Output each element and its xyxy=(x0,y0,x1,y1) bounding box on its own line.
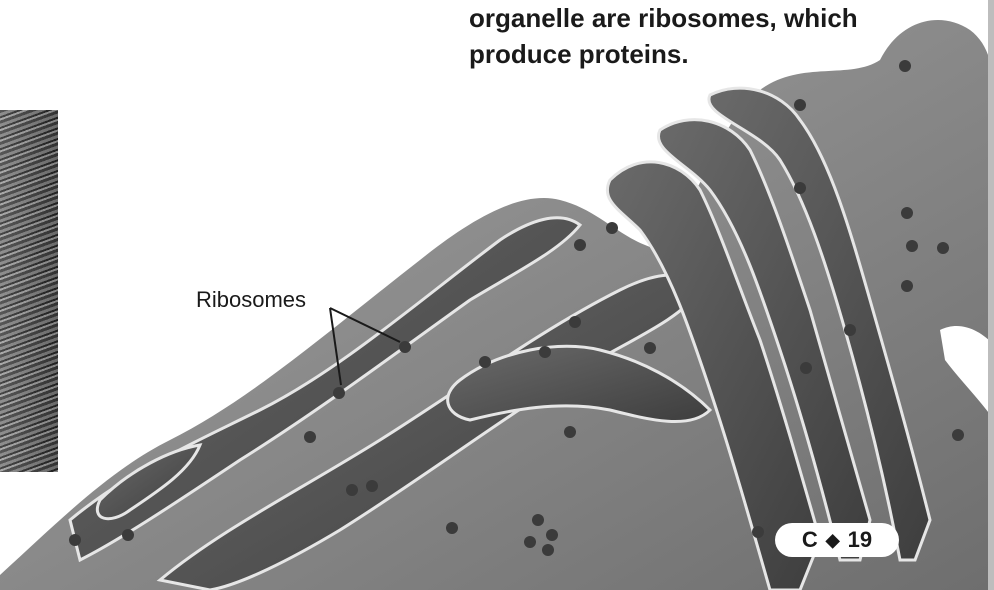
ribosome xyxy=(524,536,536,548)
page-edge xyxy=(988,0,994,590)
caption-text: organelle are ribosomes, which produce p… xyxy=(469,0,889,72)
ribosome xyxy=(794,182,806,194)
ribosome xyxy=(399,341,411,353)
ribosome xyxy=(69,534,81,546)
ribosome xyxy=(794,99,806,111)
ribosome xyxy=(366,480,378,492)
ribosome xyxy=(539,346,551,358)
ribosome xyxy=(901,207,913,219)
ribosome xyxy=(606,222,618,234)
ribosome xyxy=(546,529,558,541)
ribosome xyxy=(532,514,544,526)
ribosome xyxy=(333,387,345,399)
unit-letter: C xyxy=(802,527,818,553)
ribosome xyxy=(569,316,581,328)
ribosome xyxy=(899,60,911,72)
ribosomes-label: Ribosomes xyxy=(196,287,306,313)
ribosome xyxy=(906,240,918,252)
diamond-icon: ◆ xyxy=(826,530,840,551)
ribosome xyxy=(952,429,964,441)
page-number-badge: C ◆ 19 xyxy=(775,523,899,557)
ribosome xyxy=(574,239,586,251)
ribosome xyxy=(937,242,949,254)
ribosome xyxy=(800,362,812,374)
ribosome xyxy=(901,280,913,292)
ribosome xyxy=(479,356,491,368)
ribosome xyxy=(844,324,856,336)
ribosome xyxy=(346,484,358,496)
ribosome xyxy=(542,544,554,556)
ribosome xyxy=(564,426,576,438)
ribosome xyxy=(304,431,316,443)
ribosome xyxy=(644,342,656,354)
ribosome xyxy=(446,522,458,534)
ribosome xyxy=(752,526,764,538)
page-number: 19 xyxy=(848,527,872,553)
ribosome xyxy=(122,529,134,541)
